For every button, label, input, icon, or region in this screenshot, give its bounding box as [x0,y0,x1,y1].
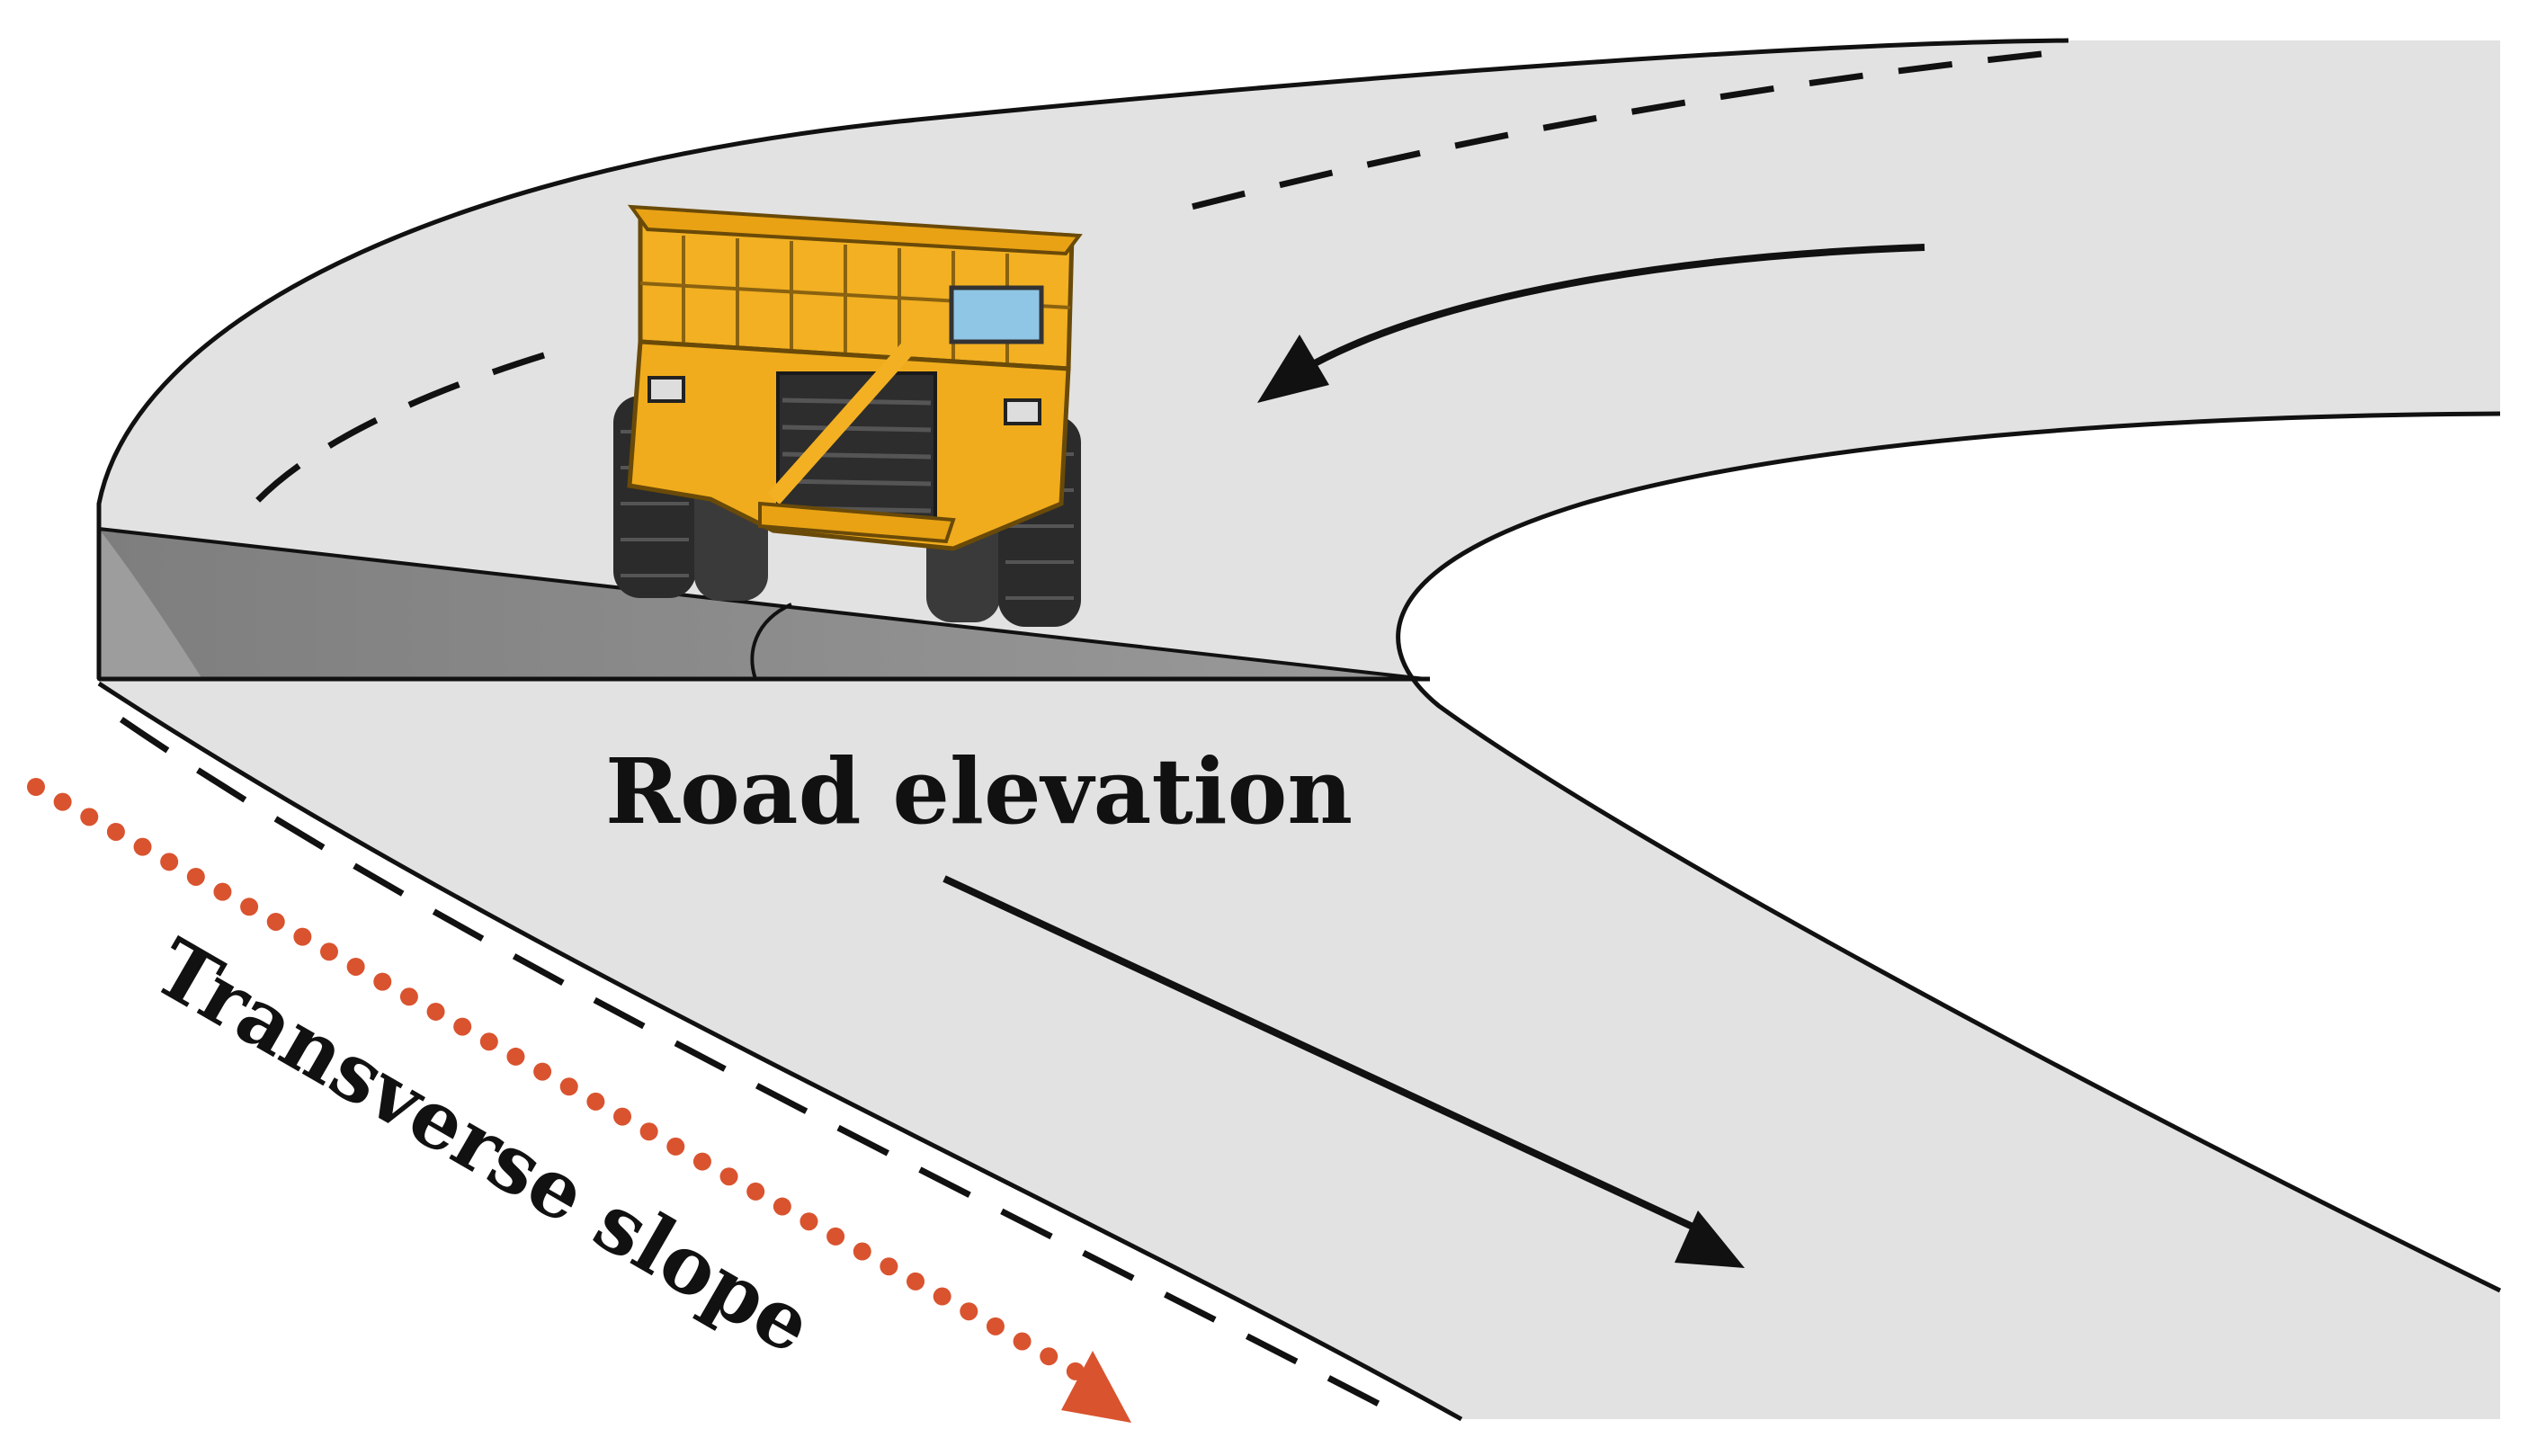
curved-arrow-left-head [1257,335,1329,403]
truck-cab-window [949,285,1044,344]
road-outer-edge [96,38,2069,529]
elevation-crown-curve [750,603,792,680]
truck-canopy [627,204,1083,256]
road-bottom-edge [97,681,1463,1422]
road-elevation-label: Road elevation [605,738,1353,844]
dotted-arrow-down-right-icon [27,778,1093,1385]
road-surface [99,40,2500,1419]
road-inner-edge [1396,411,2502,1293]
straight-arrow-down-right-head [1675,1210,1745,1268]
straight-arrow-down-right-icon [942,875,1706,1236]
truck-headlight-right [1004,398,1041,425]
mining-dump-truck-icon [613,204,1083,627]
elevation-side-face [99,504,202,679]
lane-dash-bottom [120,717,1405,1420]
truck-headlight-left [648,376,685,403]
slope-arrowhead [1061,1351,1131,1423]
lane-dash-top [1191,50,2042,210]
lane-dash-left [240,352,546,520]
curved-arrow-left-icon [1311,244,1925,368]
truck-ladder [767,332,924,505]
truck-bumper [758,501,956,544]
